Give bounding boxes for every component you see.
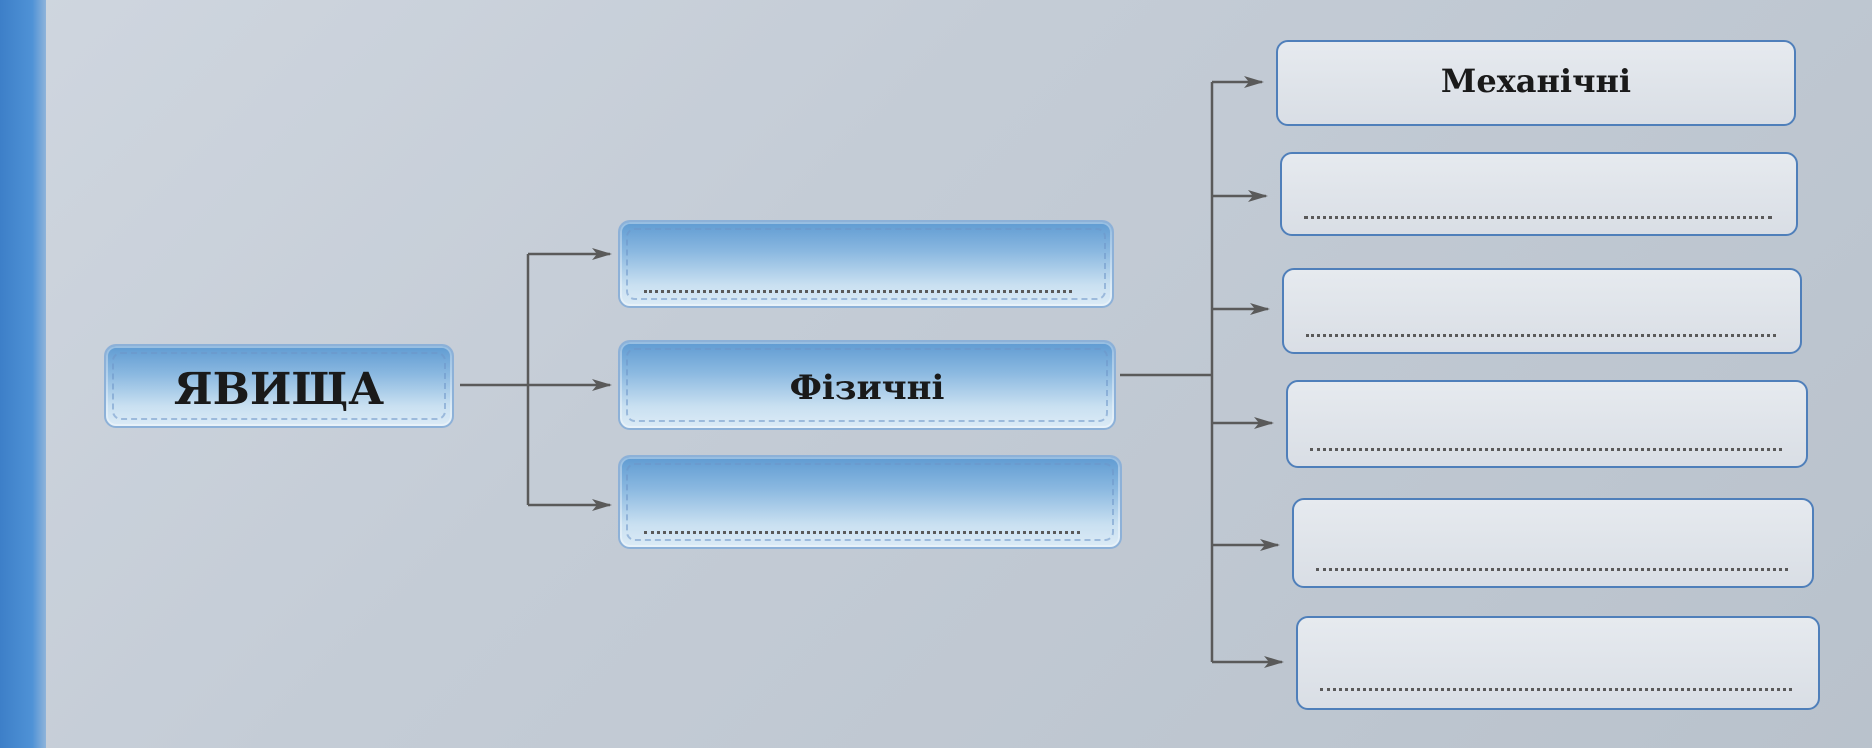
right-node-4[interactable]: [1286, 380, 1808, 468]
middle-node-2-label: Фізичні: [789, 368, 945, 408]
answer-blank-line: [1304, 216, 1772, 219]
answer-blank-line: [1320, 688, 1792, 691]
answer-blank-line: [644, 531, 1080, 534]
root-label: ЯВИЩА: [173, 364, 385, 415]
right-node-6[interactable]: [1296, 616, 1820, 710]
right-node-1: Механічні: [1276, 40, 1796, 126]
right-node-1-label: Механічні: [1440, 62, 1632, 100]
right-node-5[interactable]: [1292, 498, 1814, 588]
answer-blank-line: [1310, 448, 1782, 451]
middle-node-1[interactable]: [618, 220, 1114, 308]
right-node-3[interactable]: [1282, 268, 1802, 354]
answer-blank-line: [1316, 568, 1788, 571]
middle-node-3[interactable]: [618, 455, 1122, 549]
answer-blank-line: [1306, 334, 1776, 337]
right-node-2[interactable]: [1280, 152, 1798, 236]
answer-blank-line: [644, 290, 1072, 293]
root-node: ЯВИЩА: [104, 344, 454, 428]
page-edge-strip: [0, 0, 46, 748]
middle-node-2: Фізичні: [618, 340, 1116, 430]
